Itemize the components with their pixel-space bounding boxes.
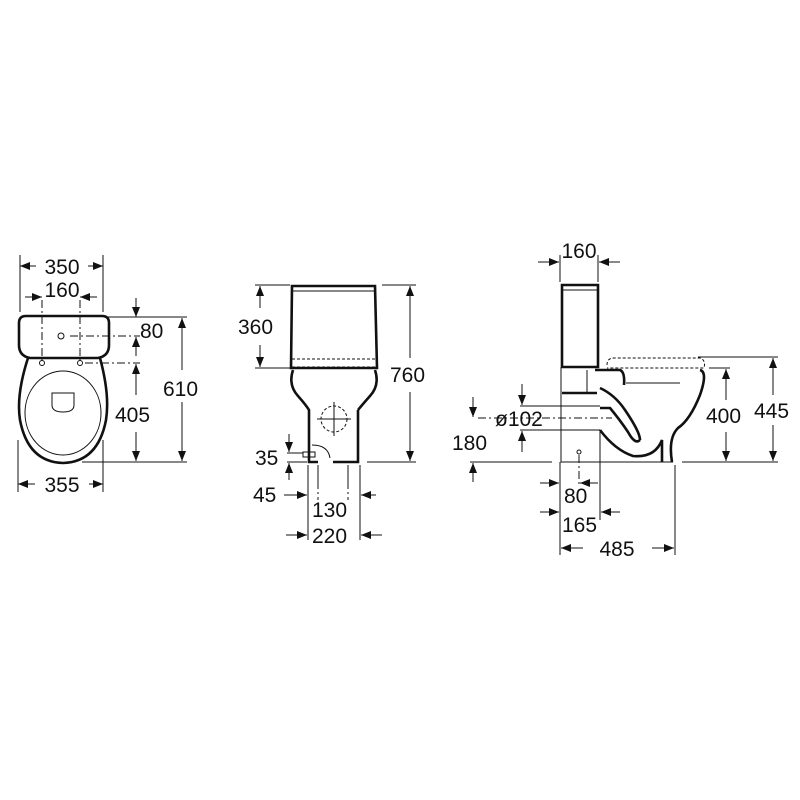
dim-165: 165 — [562, 514, 597, 537]
seat-outline — [24, 370, 102, 456]
inlet-valve-icon — [302, 451, 316, 458]
dim-610: 610 — [163, 378, 198, 401]
fixing-hole-right — [77, 360, 83, 366]
dim-35: 35 — [255, 447, 278, 470]
top-view: 350 160 80 405 610 355 — [17, 255, 198, 497]
bowl-outline — [290, 369, 378, 464]
dim-diameter-102: ø102 — [495, 408, 543, 431]
tank-outline — [289, 284, 379, 370]
tank-outline — [17, 314, 111, 360]
side-view: 160 ø102 180 80 165 485 400 — [452, 240, 789, 561]
dim-160-top: 160 — [44, 279, 79, 302]
dim-350: 350 — [44, 256, 79, 279]
dim-45: 45 — [253, 484, 276, 507]
dim-80-side: 80 — [564, 485, 587, 508]
inlet-pipe — [311, 444, 331, 459]
dim-360: 360 — [238, 316, 273, 339]
front-view: 360 760 35 45 130 220 — [238, 284, 425, 548]
dim-160-side: 160 — [561, 240, 596, 263]
dim-400: 400 — [706, 405, 741, 428]
bowl-outline — [17, 357, 109, 465]
fixing-hole — [576, 449, 582, 455]
dim-130: 130 — [312, 499, 347, 522]
dim-485: 485 — [599, 538, 634, 561]
base-outline — [560, 367, 673, 463]
tank-outline — [560, 283, 600, 369]
seat-hidden — [606, 357, 705, 369]
dim-355: 355 — [44, 474, 79, 497]
dim-220: 220 — [312, 525, 347, 548]
dim-405: 405 — [115, 404, 150, 427]
fixing-hole-left — [39, 360, 45, 366]
dim-180: 180 — [452, 432, 487, 455]
inlet-hole — [57, 332, 65, 340]
dim-445: 445 — [754, 400, 789, 423]
bowl-outline — [595, 368, 706, 463]
dim-760: 760 — [390, 364, 425, 387]
seat-hinge — [51, 392, 75, 413]
dim-80-top: 80 — [140, 320, 163, 343]
